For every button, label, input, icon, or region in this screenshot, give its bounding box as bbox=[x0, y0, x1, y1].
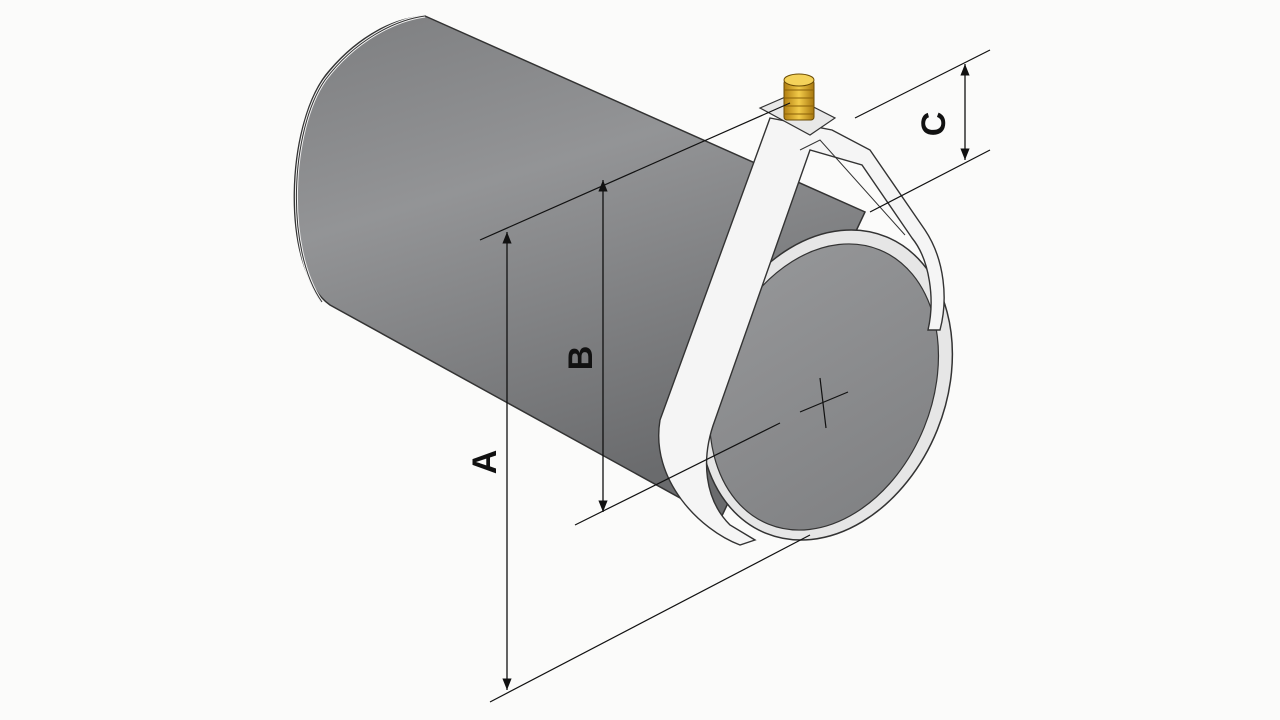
dimension-c-label: C bbox=[915, 112, 953, 137]
center-mark bbox=[799, 377, 849, 429]
dimension-a-label: A bbox=[466, 450, 504, 475]
dimension-b-label: B bbox=[562, 346, 600, 371]
hanger-strap bbox=[658, 117, 945, 546]
threaded-fitting bbox=[758, 73, 837, 136]
extension-lines bbox=[479, 49, 991, 703]
